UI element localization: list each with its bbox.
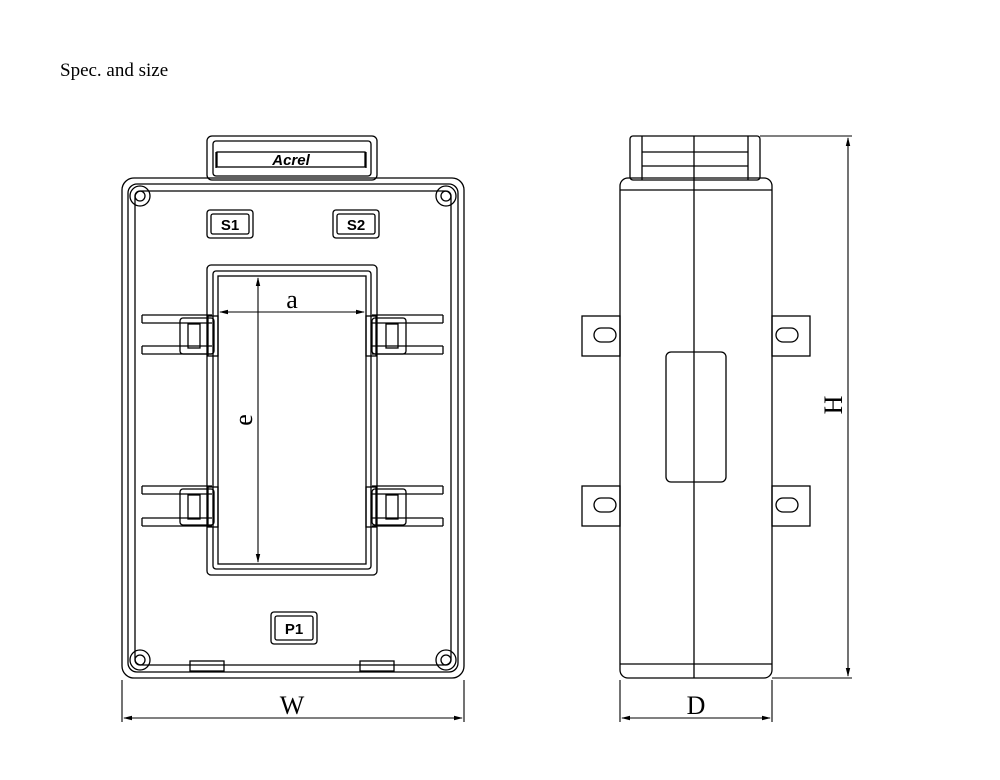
- side-rail-clip: [771, 315, 811, 357]
- screw-icon: [129, 649, 151, 671]
- side-rail-clip: [771, 485, 811, 527]
- front-dimensions: [121, 277, 465, 722]
- terminal-s1: [206, 209, 254, 239]
- brand-plate: [216, 151, 366, 168]
- screw-icon: [435, 649, 457, 671]
- dim-w-label: W: [280, 691, 305, 720]
- side-top-tab: [629, 135, 761, 181]
- mounting-clip: [141, 314, 219, 357]
- bottom-latch: [359, 660, 395, 672]
- terminal-s2-label: S2: [347, 217, 365, 234]
- dim-e-label: e: [229, 414, 258, 426]
- housing-outline: [121, 177, 465, 679]
- mounting-clip: [365, 314, 444, 357]
- mounting-clip: [141, 485, 219, 528]
- top-tab: [206, 135, 378, 181]
- side-dimensions: [619, 135, 852, 722]
- mounting-clip: [365, 485, 444, 528]
- page-title: Spec. and size: [60, 60, 169, 81]
- primary-window: [206, 264, 378, 576]
- terminal-p1: [270, 611, 318, 645]
- side-rail-clip: [581, 485, 621, 527]
- dim-h-label: H: [819, 395, 848, 414]
- dim-d-label: D: [687, 691, 706, 720]
- brand-logo: Acrel: [271, 152, 310, 169]
- screw-icon: [435, 185, 457, 207]
- side-view: [581, 135, 811, 679]
- dim-a-label: a: [286, 285, 298, 314]
- side-rail-clip: [581, 315, 621, 357]
- bottom-latch: [189, 660, 225, 672]
- side-label-window: [665, 351, 727, 483]
- terminal-p1-label: P1: [285, 621, 303, 638]
- terminal-s2: [332, 209, 380, 239]
- screw-icon: [129, 185, 151, 207]
- front-view: [121, 135, 465, 679]
- terminal-s1-label: S1: [221, 217, 239, 234]
- side-housing: [619, 177, 773, 679]
